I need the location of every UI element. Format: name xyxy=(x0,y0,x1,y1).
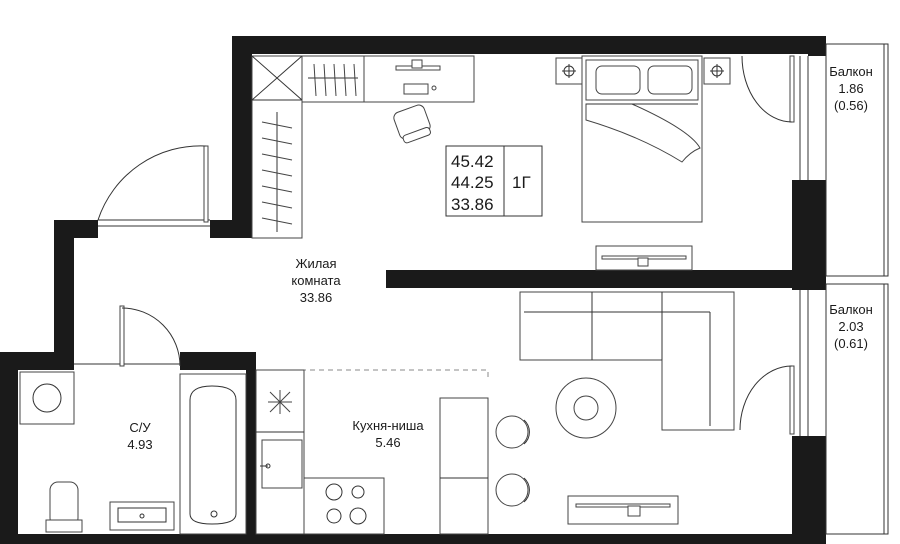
keyboard xyxy=(403,83,429,95)
windows xyxy=(799,56,809,436)
wall-bath-top-right xyxy=(180,352,256,370)
bathroom-name: С/У xyxy=(129,420,151,435)
blanket-fold xyxy=(585,103,701,163)
living-room-area-summary: 33.86 xyxy=(451,195,494,214)
balcony-1-door-leaf xyxy=(789,55,795,123)
living-total-area: 44.25 xyxy=(451,173,494,192)
kitchen-area xyxy=(255,369,530,535)
entrance-door-swing xyxy=(97,145,207,221)
wall-right-upper xyxy=(792,180,826,290)
balcony-1-area: 1.86 xyxy=(838,81,863,96)
balconies xyxy=(825,43,889,535)
balcony-2-door-swing xyxy=(739,365,793,431)
wall-left-upper xyxy=(232,36,252,238)
wall-bath-left xyxy=(0,352,18,544)
mouse xyxy=(431,85,437,91)
kitchen-name: Кухня-ниша xyxy=(352,418,424,433)
pillow-left xyxy=(595,65,641,95)
stool-1 xyxy=(495,415,529,449)
wall-bath-right xyxy=(246,352,256,544)
wall-top xyxy=(232,36,826,54)
wall-bottom xyxy=(0,534,826,544)
coffee-table xyxy=(555,377,617,439)
balcony-1-name: Балкон xyxy=(829,64,873,79)
doors xyxy=(74,55,795,435)
living-room-area: 33.86 xyxy=(300,290,333,305)
balcony-2-door-leaf xyxy=(789,365,795,435)
wall-partition xyxy=(386,270,826,288)
wall-right-lower xyxy=(792,436,826,544)
balcony-2-outline xyxy=(825,283,889,535)
bed xyxy=(555,55,731,223)
balcony-1-door-swing xyxy=(741,55,793,123)
balcony-1-outline xyxy=(825,43,889,277)
bathroom-door-leaf xyxy=(119,305,125,367)
living-room-name-line1: Жилая xyxy=(295,256,336,271)
washing-machine xyxy=(19,371,75,425)
total-area: 45.42 xyxy=(451,152,494,171)
living-room-name-line2: комната xyxy=(291,273,341,288)
wall-left-middle xyxy=(54,220,74,370)
kitchen-area: 5.46 xyxy=(375,435,400,450)
wall-bath-top-left xyxy=(0,352,74,370)
stool-2 xyxy=(495,473,529,507)
tv-stand-lounge xyxy=(567,495,679,525)
toilet xyxy=(45,481,83,533)
balcony-1-coef-area: (0.56) xyxy=(834,98,868,113)
desk xyxy=(363,55,475,144)
walls xyxy=(0,36,826,544)
bathroom-fixtures xyxy=(19,371,247,535)
bathtub xyxy=(179,373,247,535)
bathroom-sink xyxy=(109,501,175,531)
extractor-icon xyxy=(268,390,292,414)
bathroom-area: 4.93 xyxy=(127,437,152,452)
wall-right-top xyxy=(808,36,826,56)
area-summary-box: 45.42 44.25 33.86 1Г xyxy=(445,145,543,217)
bathroom-door-swing xyxy=(121,307,181,367)
room-labels: Жилая комната 33.86 С/У 4.93 Кухня-ниша … xyxy=(127,64,872,452)
balcony-2-coef-area: (0.61) xyxy=(834,336,868,351)
sofa xyxy=(519,291,735,431)
wardrobe xyxy=(251,55,365,239)
balcony-2-name: Балкон xyxy=(829,302,873,317)
pillow-right xyxy=(647,65,693,95)
desk-chair xyxy=(393,104,431,144)
entrance-door-leaf xyxy=(203,145,209,223)
tv-stand-bedroom xyxy=(595,245,693,271)
fridge xyxy=(439,397,489,535)
wall-entry-right xyxy=(210,220,252,238)
apartment-type: 1Г xyxy=(512,173,531,192)
balcony-2-area: 2.03 xyxy=(838,319,863,334)
stove xyxy=(303,477,385,535)
monitor-stand xyxy=(411,59,423,69)
